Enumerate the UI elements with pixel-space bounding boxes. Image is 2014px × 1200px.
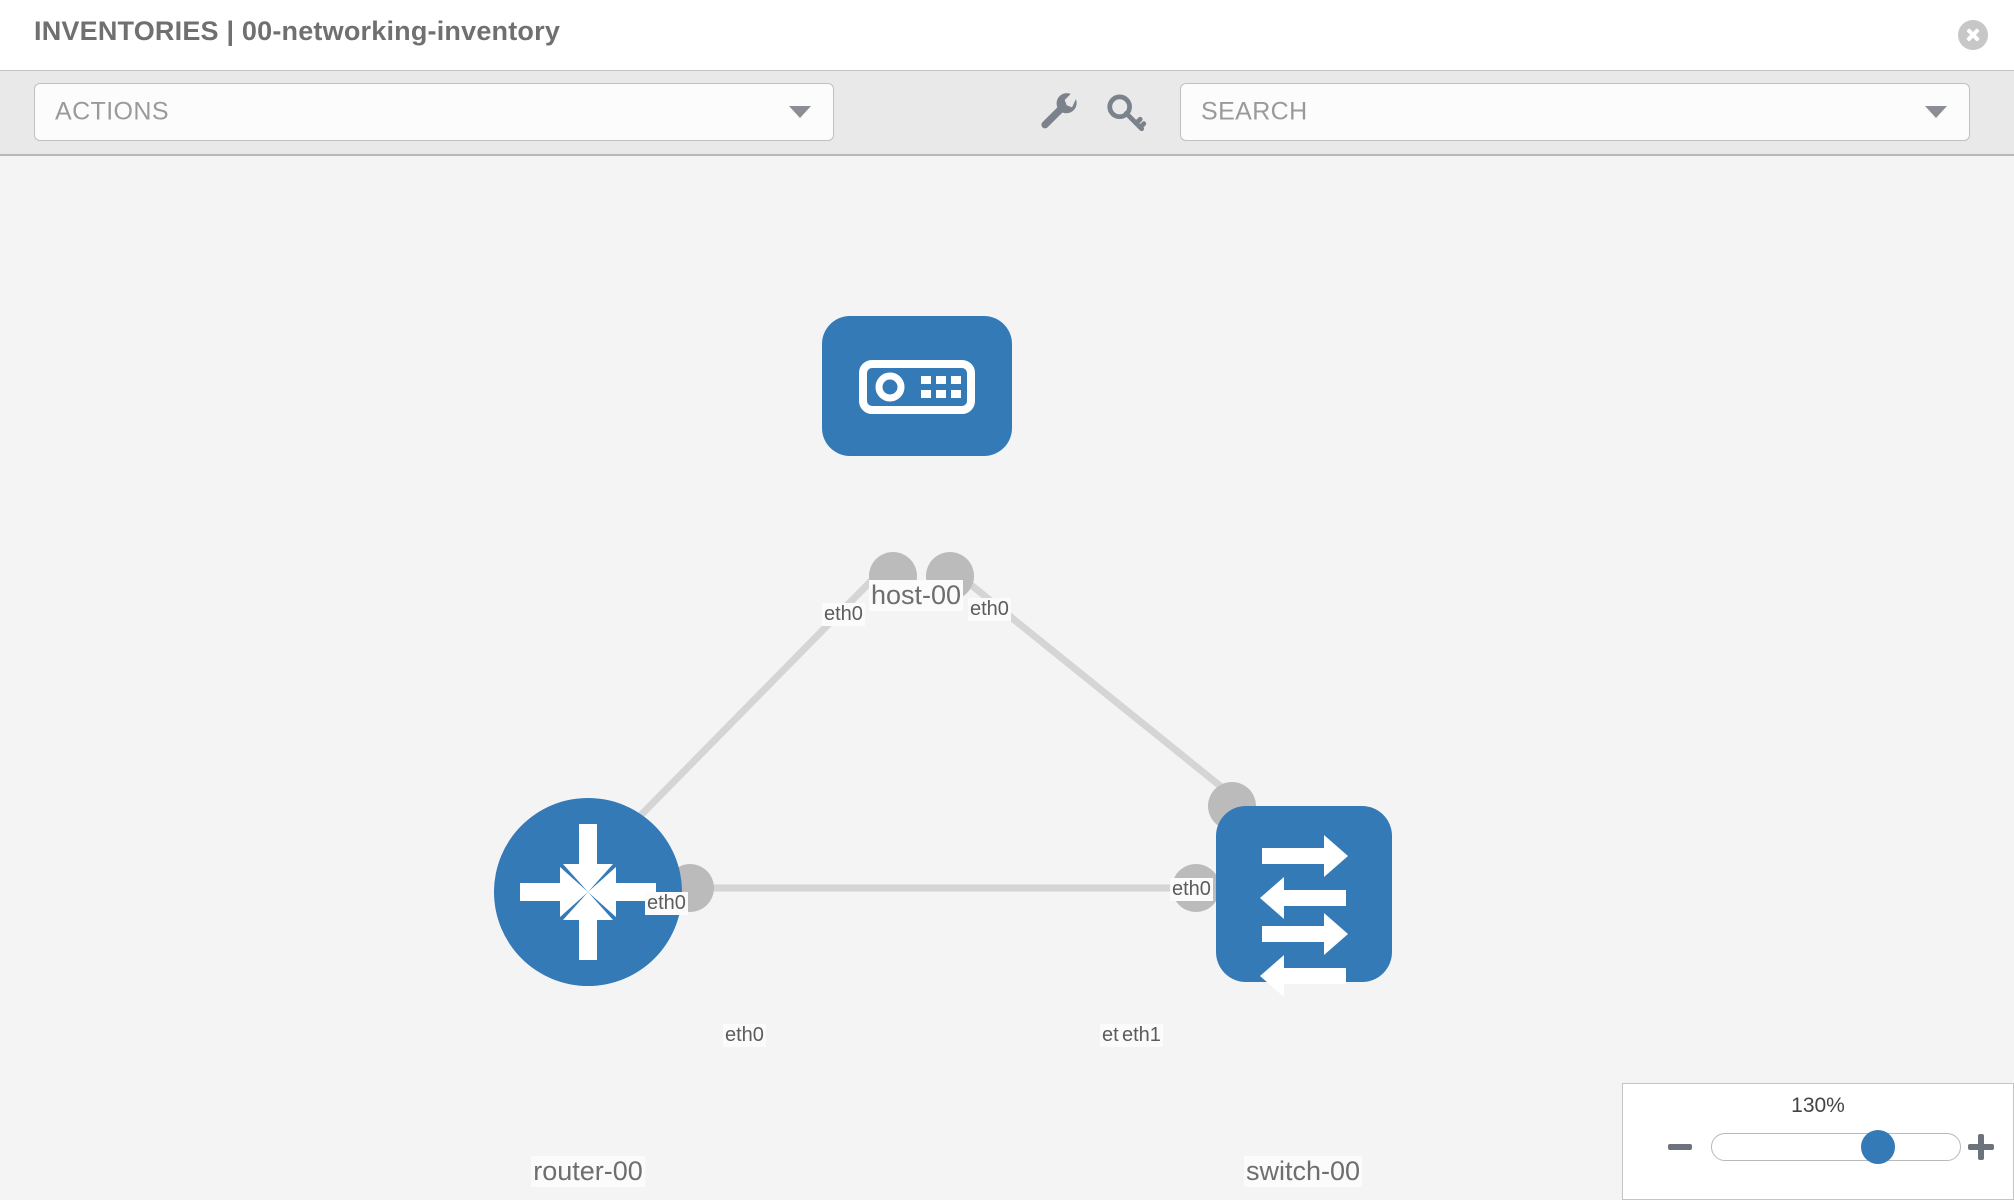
zoom-level-value: 130% [1791,1094,1845,1117]
chevron-down-icon [789,106,811,118]
edge-label: eth0 [645,892,688,915]
search-input[interactable]: SEARCH [1180,83,1970,141]
actions-dropdown-label: ACTIONS [55,97,169,126]
node-host-00[interactable] [822,316,1012,456]
close-icon[interactable] [1958,20,1988,50]
edge-label: eth0 [1170,878,1213,901]
node-label-router-00: router-00 [531,1156,645,1187]
actions-dropdown[interactable]: ACTIONS [34,83,834,141]
topology-links [637,573,1248,892]
zoom-in-button[interactable] [1965,1132,1995,1162]
edge-label: eth0 [723,1024,766,1047]
node-label-host-00: host-00 [868,580,964,611]
router-icon [520,824,656,960]
node-switch-00[interactable] [1216,806,1392,997]
page-title: INVENTORIES | 00-networking-inventory [34,16,561,46]
edge-label: eth0 [968,598,1011,621]
edge-label: eth1 [1120,1024,1163,1047]
wrench-icon[interactable] [1037,91,1081,135]
host-icon [859,360,975,414]
topology-graph [494,316,1392,997]
node-label-switch-00: switch-00 [1243,1156,1363,1187]
key-icon[interactable] [1105,91,1149,135]
search-placeholder: SEARCH [1201,97,1308,126]
page-header: INVENTORIES | 00-networking-inventory [0,0,2014,70]
topology-canvas[interactable]: host-00 router-00 switch-00 eth0 eth0 et… [0,156,2014,1200]
switch-icon [1260,835,1348,997]
zoom-out-button[interactable] [1665,1132,1695,1162]
chevron-down-icon [1925,106,1947,118]
zoom-slider[interactable] [1711,1130,1961,1164]
edge-label: eth0 [822,603,865,626]
zoom-slider-thumb[interactable] [1861,1130,1896,1164]
toolbar: ACTIONS SEARCH [0,70,2014,156]
node-router-00[interactable] [494,798,682,986]
zoom-control-panel: 130% [1622,1083,2014,1200]
